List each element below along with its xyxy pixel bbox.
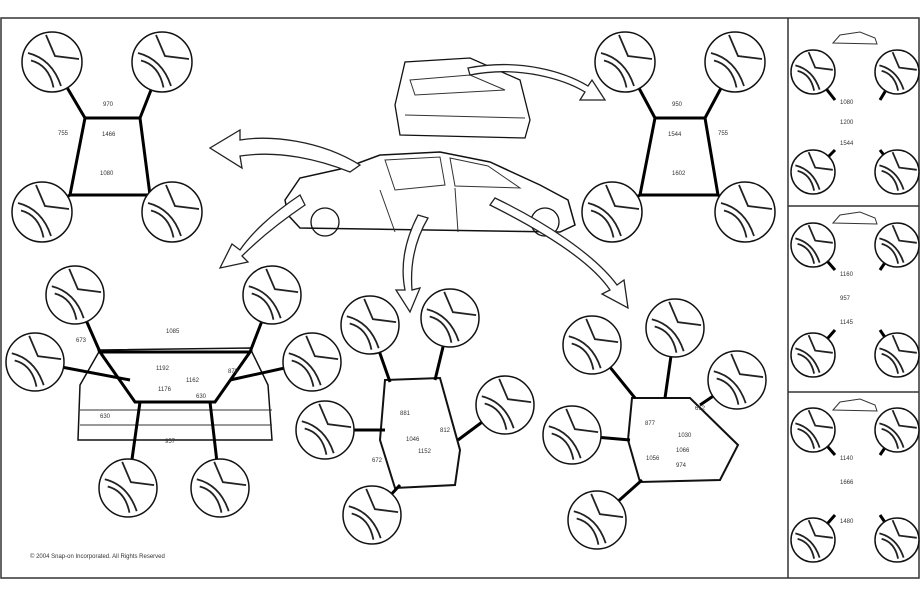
dim-label: 1085 (166, 329, 180, 335)
detail-callout-circle (704, 31, 766, 93)
dim-label: 1480 (840, 519, 854, 525)
dim-label: 1145 (840, 320, 854, 326)
detail-callout-circle (874, 517, 920, 563)
dim-label: 612 (695, 406, 706, 412)
dim-label: 878 (228, 369, 239, 375)
detail-callout-circle (5, 332, 65, 392)
detail-callout-circle (790, 49, 836, 95)
detail-callout-circle (542, 405, 602, 465)
detail-callout-circle (242, 265, 302, 325)
detail-callout-circle (874, 49, 920, 95)
pointer-arrows (208, 63, 629, 314)
car-rear-view-small (394, 57, 531, 139)
dim-label: 1160 (840, 272, 854, 278)
detail-callout-circle (874, 332, 920, 378)
dim-label: 1544 (668, 132, 682, 138)
dim-label: 1080 (100, 171, 114, 177)
dim-label: 881 (400, 411, 411, 417)
dim-label: 957 (840, 296, 851, 302)
dim-label: 1666 (840, 480, 854, 486)
detail-callout-circle (190, 458, 250, 518)
detail-callout-circle (790, 517, 836, 563)
dim-label: 1056 (646, 456, 660, 462)
dim-label: 1030 (678, 433, 692, 439)
dim-label: 1152 (418, 449, 432, 455)
dim-label: 957 (165, 439, 176, 445)
dim-label: 1200 (840, 120, 854, 126)
dim-label: 1544 (840, 141, 854, 147)
detail-callout-circle (874, 222, 920, 268)
detail-callout-circle (282, 332, 342, 392)
detail-callout-circle (475, 375, 535, 435)
detail-callout-circle (567, 490, 627, 550)
dim-label: 812 (440, 428, 451, 434)
detail-callout-circle (98, 458, 158, 518)
dim-label: 630 (196, 394, 207, 400)
dim-label: 1140 (840, 456, 854, 462)
detail-callout-circle (790, 149, 836, 195)
copyright-notice: © 2004 Snap-on Incorporated. All Rights … (30, 553, 165, 560)
dim-label: 630 (100, 414, 111, 420)
dim-label: 1066 (676, 448, 690, 454)
detail-callout-circle (21, 31, 83, 93)
detail-callout-circle (790, 222, 836, 268)
detail-callout-circle (581, 181, 643, 243)
detail-callout-circle (874, 407, 920, 453)
dim-label: 672 (372, 458, 383, 464)
detail-callout-circle (11, 181, 73, 243)
detail-callout-circle (790, 407, 836, 453)
dim-label: 1602 (672, 171, 686, 177)
dim-label: 950 (672, 102, 683, 108)
detail-callouts (5, 31, 920, 563)
car-orientation-icon (831, 398, 878, 412)
dimension-labels: 970 1466 755 1080 950 1544 755 1602 1085… (58, 100, 854, 525)
dim-label: 673 (76, 338, 87, 344)
detail-callout-circle (45, 265, 105, 325)
detail-callout-circle (707, 350, 767, 410)
detail-callout-circle (340, 295, 400, 355)
dim-label: 970 (103, 102, 114, 108)
detail-callout-circle (141, 181, 203, 243)
detail-callout-circle (874, 149, 920, 195)
detail-callout-circle (562, 315, 622, 375)
car-orientation-icon (831, 31, 878, 45)
dim-label: 1192 (156, 366, 170, 372)
detail-callout-circle (790, 332, 836, 378)
detail-callout-circle (420, 288, 480, 348)
dim-label: 1080 (840, 100, 854, 106)
dim-label: 1046 (406, 437, 420, 443)
front-door-outline (378, 376, 462, 490)
detail-callout-circle (131, 31, 193, 93)
dim-label: 974 (676, 463, 687, 469)
detail-callout-circle (342, 485, 402, 545)
dim-label: 755 (58, 131, 69, 137)
dim-label: 877 (645, 421, 656, 427)
detail-callout-circle (645, 298, 705, 358)
dim-label: 1466 (102, 132, 116, 138)
detail-callout-circle (714, 181, 776, 243)
dim-label: 755 (718, 131, 729, 137)
car-orientation-icon (831, 211, 878, 225)
dim-label: 1176 (158, 387, 172, 393)
dim-label: 1162 (186, 378, 200, 384)
detail-callout-circle (295, 400, 355, 460)
detail-callout-circle (594, 31, 656, 93)
